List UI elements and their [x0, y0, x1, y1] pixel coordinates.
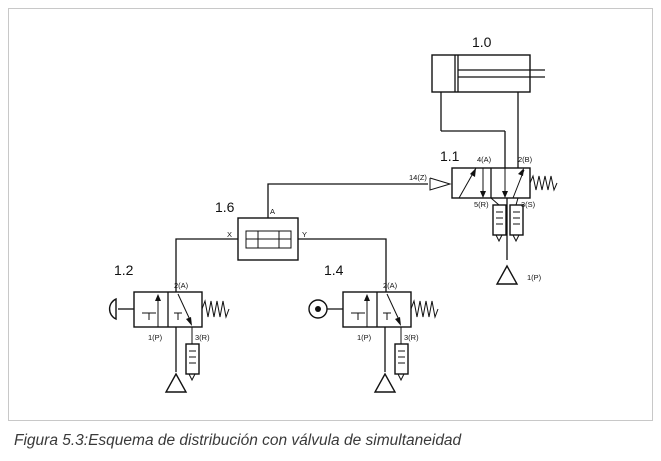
figure-caption: Figura 5.3:Esquema de distribución con v… — [14, 432, 462, 449]
label-valve-right: 1.4 — [324, 262, 344, 278]
valve-1-4 — [308, 291, 439, 393]
pneumatic-schematic: 1.0 1.1 4(A) 2(B) — [108, 34, 558, 393]
figure-frame — [8, 8, 653, 421]
pilot-triangle — [429, 177, 452, 191]
cylinder-1-0 — [431, 54, 545, 93]
svg-text:5(R): 5(R) — [474, 200, 489, 209]
pilot-line — [267, 183, 428, 218]
svg-text:Y: Y — [302, 230, 307, 239]
label-cylinder: 1.0 — [472, 34, 492, 50]
svg-text:2(A): 2(A) — [383, 281, 398, 290]
svg-text:3(R): 3(R) — [195, 333, 210, 342]
valve-1-2 — [108, 291, 230, 393]
svg-text:2(A): 2(A) — [174, 281, 189, 290]
line-y — [298, 238, 387, 292]
svg-text:X: X — [227, 230, 232, 239]
svg-text:1(P): 1(P) — [148, 333, 163, 342]
valve-1-1 — [451, 167, 558, 285]
and-valve-1-6 — [237, 217, 299, 261]
svg-text:2(B): 2(B) — [518, 155, 533, 164]
svg-text:3(R): 3(R) — [404, 333, 419, 342]
svg-text:A: A — [270, 207, 275, 216]
svg-text:14(Z): 14(Z) — [409, 173, 427, 182]
label-main-valve: 1.1 — [440, 148, 460, 164]
svg-text:1(P): 1(P) — [357, 333, 372, 342]
label-and-valve: 1.6 — [215, 199, 235, 215]
svg-text:3(S): 3(S) — [521, 200, 536, 209]
line-x — [175, 238, 238, 292]
label-valve-left: 1.2 — [114, 262, 134, 278]
svg-text:1(P): 1(P) — [527, 273, 542, 282]
svg-text:4(A): 4(A) — [477, 155, 492, 164]
